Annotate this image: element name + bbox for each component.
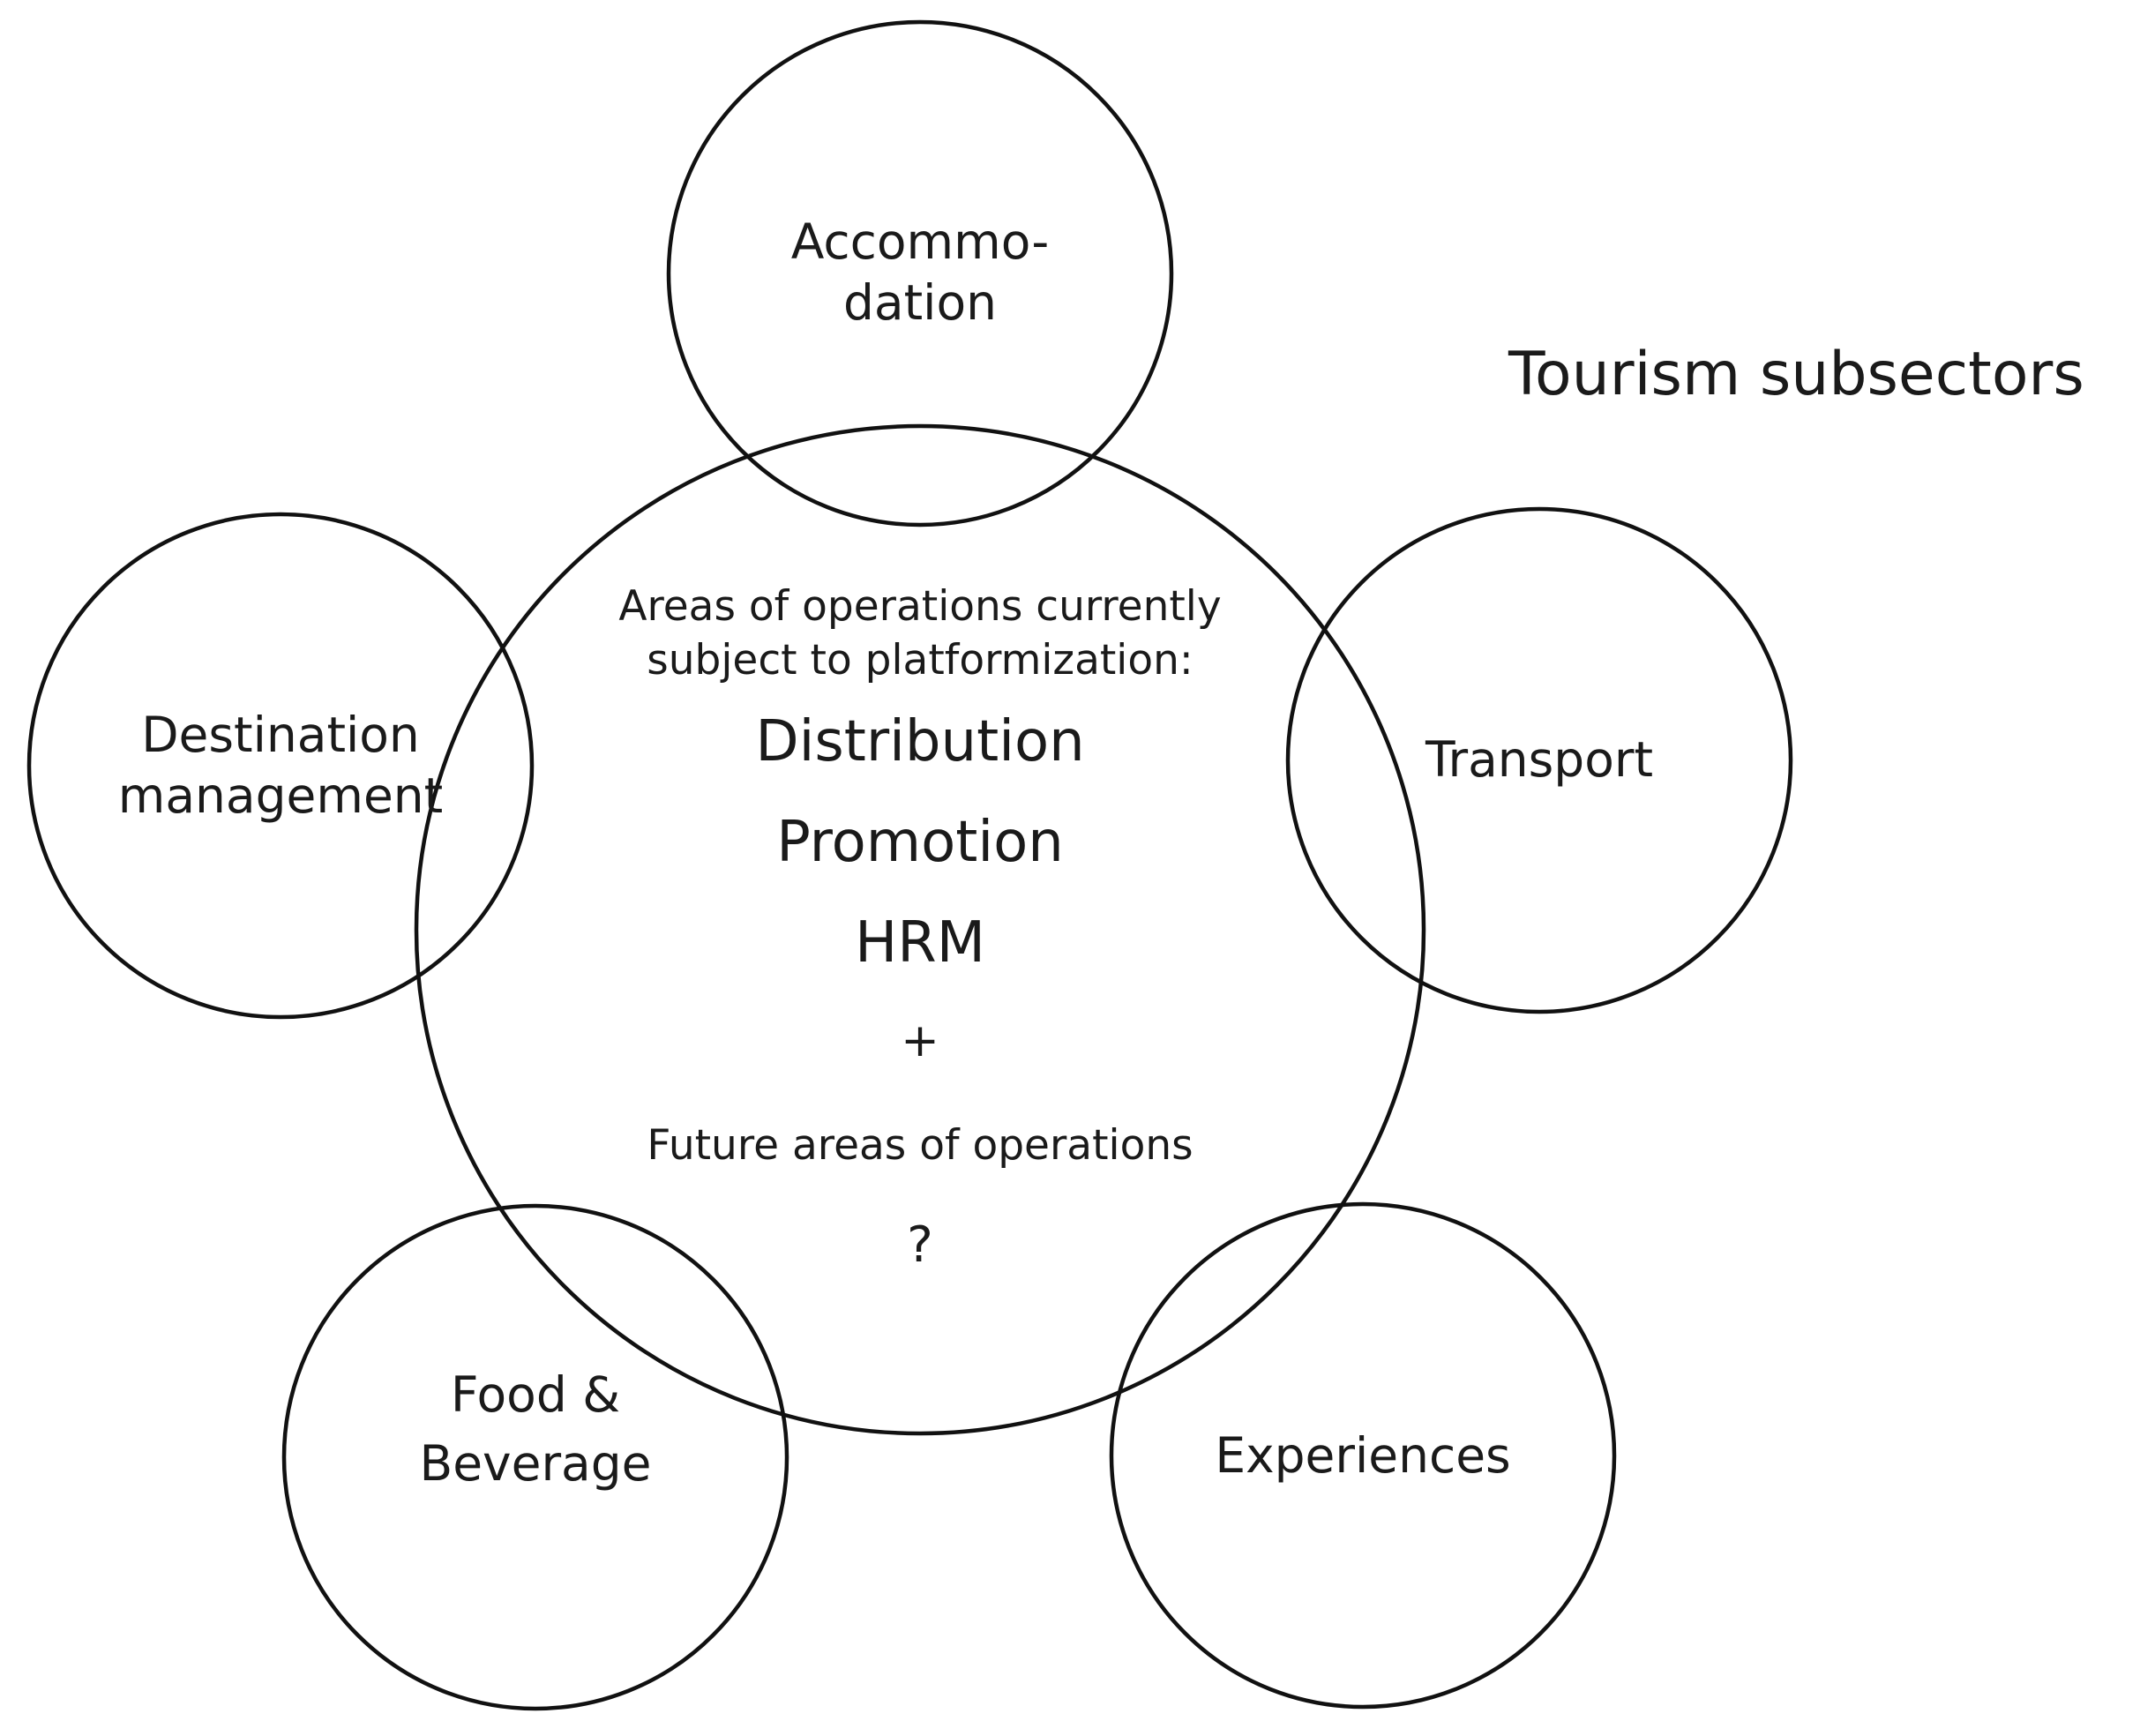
current-areas-heading-line-2: subject to platformization: [647, 636, 1193, 685]
area-distribution: Distribution [755, 709, 1084, 774]
experiences-label: Experiences [1215, 1427, 1510, 1484]
unknown-future-areas: ? [907, 1216, 933, 1274]
destination-management-label-line-2: management [118, 767, 443, 824]
food-beverage-circle [281, 1203, 789, 1711]
plus-sign: + [901, 1014, 939, 1067]
accommodation-label-line-2: dation [843, 274, 997, 331]
future-areas-heading: Future areas of operations [647, 1121, 1193, 1170]
diagram-title: Tourism subsectors [1508, 340, 2084, 409]
operations-circle [414, 423, 1426, 1436]
transport-label: Transport [1425, 731, 1653, 788]
experiences-circle [1109, 1201, 1617, 1710]
accommodation-label-line-1: Accommo- [791, 213, 1049, 270]
destination-management-circle [26, 512, 535, 1020]
transport-circle [1285, 506, 1793, 1014]
area-promotion: Promotion [776, 810, 1064, 875]
area-hrm: HRM [855, 910, 985, 976]
destination-management-label-line-1: Destination [141, 707, 420, 763]
accommodation-circle [666, 19, 1174, 528]
food-beverage-label-line-2: Beverage [419, 1435, 651, 1492]
current-areas-heading-line-1: Areas of operations currently [618, 582, 1221, 631]
food-beverage-label-line-1: Food & [451, 1366, 620, 1423]
